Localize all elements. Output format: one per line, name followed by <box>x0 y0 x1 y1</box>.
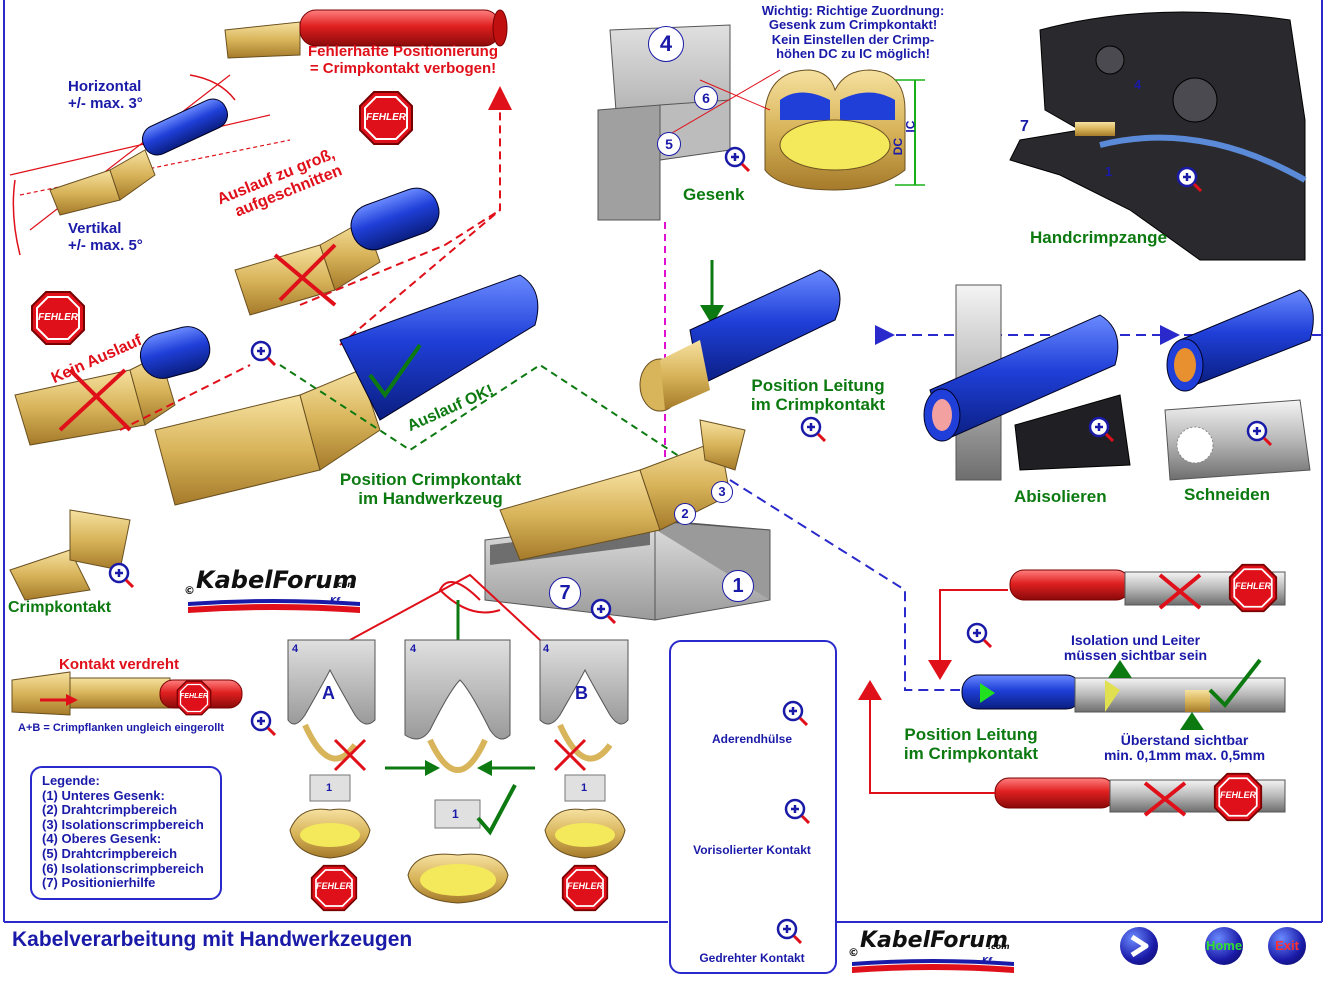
die-b-number-4: 4 <box>543 643 550 655</box>
number-4-marker: 4 <box>648 26 684 62</box>
tool-number-7: 7 <box>1020 118 1029 135</box>
exit-button[interactable]: Exit <box>1268 927 1306 965</box>
auslauf-gross-contact <box>234 187 440 316</box>
legend-item: (6) Isolationscrimpbereich <box>42 860 204 876</box>
number-2-marker: 2 <box>674 503 696 525</box>
faulty-position-contact <box>224 9 508 59</box>
die-a-number-1: 1 <box>326 782 333 794</box>
schneiden-label: Schneiden <box>1184 485 1270 504</box>
dc-label: DC <box>891 137 906 156</box>
ab-note-label: A+B = Crimpflanken ungleich eingerollt <box>18 722 224 734</box>
central-contact <box>499 419 746 561</box>
zoom-icon-gedreht[interactable] <box>776 918 802 944</box>
number-6-marker: 6 <box>694 86 718 110</box>
fehler-sign-a: FEHLER <box>310 864 358 912</box>
horizontal-label: Horizontal+/- max. 3° <box>68 78 143 112</box>
abisolieren-label: Abisolieren <box>1014 487 1107 506</box>
number-1-marker: 1 <box>722 570 754 602</box>
kontakt-verdreht-label: Kontakt verdreht <box>59 656 180 673</box>
legend-item: (3) Isolationscrimpbereich <box>42 816 204 832</box>
kein-auslauf-contact <box>14 326 211 446</box>
fehler-sign-left: FEHLER <box>30 290 86 346</box>
kabelforum-logo-bottom: © KabelForum .com Kf <box>848 928 1018 982</box>
kabelforum-logo-center: © KabelForum .com Kf <box>184 566 364 620</box>
small-crimpkontakt <box>9 509 131 601</box>
angle-contact <box>9 74 291 256</box>
legend-item: (2) Drahtcrimpbereich <box>42 802 178 818</box>
zoom-icon-cable-position[interactable] <box>966 622 992 648</box>
home-button[interactable]: Home <box>1205 927 1243 965</box>
number-5-marker: 5 <box>657 132 681 156</box>
wichtig-note: Wichtig: Richtige Zuordnung:Gesenk zum C… <box>761 3 945 61</box>
zoom-icon-abisolieren[interactable] <box>1088 416 1114 442</box>
product-label-gedreht: Gedrehter Kontakt <box>699 951 805 965</box>
product-label-aderendhuelse: Aderendhülse <box>711 732 792 746</box>
next-arrow-icon <box>1130 934 1149 958</box>
vertikal-label: Vertikal+/- max. 5° <box>68 220 143 254</box>
ic-label: IC <box>903 120 918 133</box>
fehler-sign-right-top: FEHLER <box>1228 563 1278 613</box>
crimpkontakt-label: Crimpkontakt <box>8 599 112 616</box>
die-a-number-4: 4 <box>292 643 299 655</box>
legend-item: (1) Unteres Gesenk: <box>42 787 165 803</box>
fehler-sign-verdreht: FEHLER <box>176 680 212 716</box>
die-ok-number-1: 1 <box>452 807 459 821</box>
ok-contact <box>154 274 539 506</box>
number-3-marker: 3 <box>711 481 733 503</box>
page-title: Kabelverarbeitung mit Handwerkzeugen <box>12 928 413 951</box>
handcrimpzange-label: Handcrimpzange <box>1030 228 1167 247</box>
hand-crimp-tool <box>1009 11 1307 261</box>
fehler-sign-right-bottom: FEHLER <box>1213 772 1263 822</box>
legend-item: (7) Positionierhilfe <box>42 875 156 891</box>
tool-number-4: 4 <box>1134 77 1142 92</box>
zoom-icon-handcrimpzange[interactable] <box>1176 166 1202 192</box>
ok-cable <box>961 658 1286 730</box>
section-b-label: B <box>575 683 588 703</box>
cable-insert <box>639 260 841 412</box>
zoom-icon-kontakt-verdreht[interactable] <box>250 710 276 736</box>
die-ok-number-4: 4 <box>410 643 417 655</box>
fehler-sign-top: FEHLER <box>358 90 414 146</box>
die-b-number-1: 1 <box>581 782 588 794</box>
section-a-label: A <box>322 683 335 703</box>
zoom-icon-vorisoliert[interactable] <box>784 798 810 824</box>
next-button[interactable] <box>1120 927 1158 965</box>
zoom-icon-position-leitung[interactable] <box>800 416 826 442</box>
legend-item: (5) Drahtcrimpbereich <box>42 845 178 861</box>
zoom-icon-aderendhuelse[interactable] <box>782 700 808 726</box>
tool-number-1: 1 <box>1105 164 1113 179</box>
legend-box: Legende: (1) Unteres Gesenk: (2) Drahtcr… <box>30 766 222 900</box>
legend-item: (4) Oberes Gesenk: <box>42 831 162 847</box>
section-b <box>539 639 629 859</box>
legend-title: Legende: <box>42 773 100 788</box>
product-box <box>669 640 837 974</box>
fehler-position-label: Fehlerhafte Positionierung= Crimpkontakt… <box>307 43 499 77</box>
zoom-icon-crimpkontakt[interactable] <box>108 562 134 588</box>
zoom-icon-ok-contact[interactable] <box>250 340 276 366</box>
product-label-vorisoliert: Vorisolierter Kontakt <box>693 843 811 857</box>
stripping-tool <box>923 284 1131 481</box>
zoom-icon-lower-die[interactable] <box>590 598 616 624</box>
gesenk-label: Gesenk <box>683 185 745 204</box>
zoom-icon-gesenk[interactable] <box>724 146 750 172</box>
fehler-sign-b: FEHLER <box>561 864 609 912</box>
number-7-marker: 7 <box>549 577 581 609</box>
cutting-tool <box>1164 289 1314 481</box>
section-ok <box>385 639 535 904</box>
dc-ic-section <box>659 69 925 191</box>
section-a <box>287 639 376 859</box>
zoom-icon-schneiden[interactable] <box>1246 420 1272 446</box>
